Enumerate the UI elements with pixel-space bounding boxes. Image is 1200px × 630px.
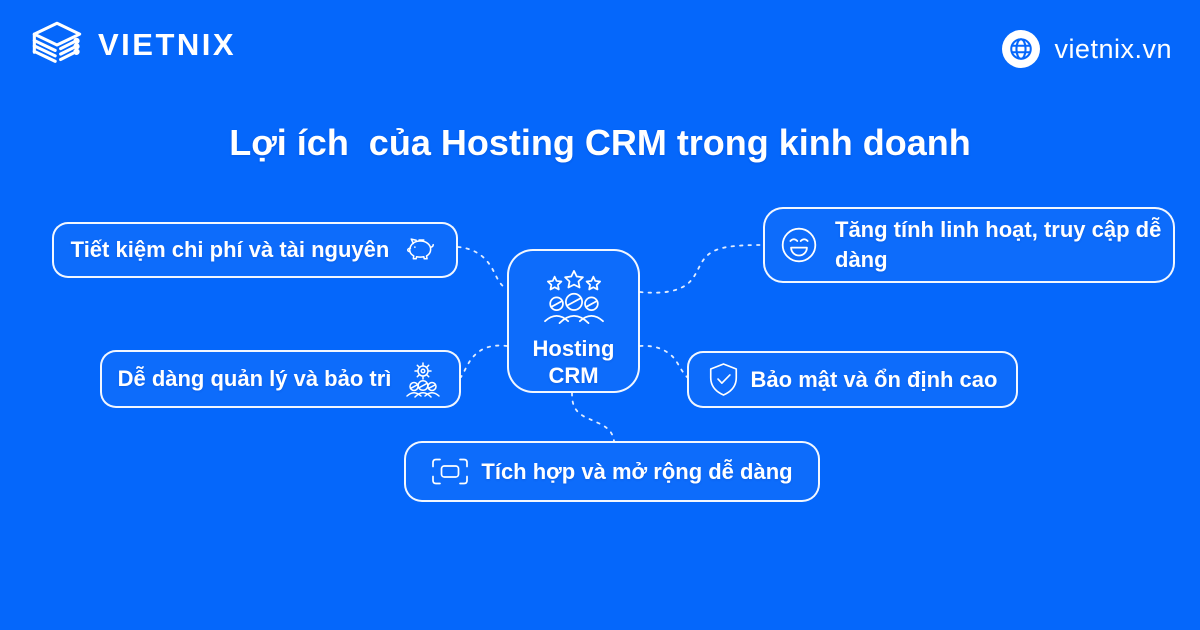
benefit-box-security: Bảo mật và ổn định cao xyxy=(687,351,1018,408)
center-node-line2: CRM xyxy=(548,363,599,388)
customers-rating-icon xyxy=(543,270,604,324)
connector-center-to-manage xyxy=(460,344,508,378)
smiley-icon xyxy=(781,227,817,263)
globe-icon xyxy=(1002,30,1041,68)
benefit-label: Tăng tính linh hoạt, truy cập dễ dàng xyxy=(835,217,1162,272)
connector-center-to-integrate xyxy=(571,392,615,442)
website-url: vietnix.vn xyxy=(1054,33,1172,64)
vietnix-stack-logo-icon xyxy=(32,21,82,63)
benefit-box-flexibility: Tăng tính linh hoạt, truy cập dễ dàng xyxy=(763,207,1175,283)
page-title: Lợi ích của Hosting CRM trong kinh doanh xyxy=(229,122,971,163)
gear-team-icon xyxy=(406,361,441,398)
shield-check-icon xyxy=(709,363,737,396)
center-node-line1: Hosting xyxy=(532,336,615,361)
center-node-label: Hosting CRM xyxy=(533,335,615,389)
piggy-bank-icon xyxy=(407,237,435,260)
benefit-label: Tiết kiệm chi phí và tài nguyên xyxy=(70,237,390,262)
benefit-box-cost: Tiết kiệm chi phí và tài nguyên xyxy=(52,222,458,278)
header: VIETNIX vietnix.vn xyxy=(0,0,1200,90)
expand-frame-icon xyxy=(432,458,469,485)
benefit-label: Bảo mật và ổn định cao xyxy=(750,366,998,392)
benefit-box-manage: Dễ dàng quản lý và bảo trì xyxy=(100,350,461,408)
benefit-label: Tích hợp và mở rộng dễ dàng xyxy=(481,458,793,484)
connector-center-to-flexibility xyxy=(639,244,764,294)
connector-center-to-security xyxy=(639,344,688,378)
brand-name: VIETNIX xyxy=(98,27,237,62)
vietnix-logo: VIETNIX xyxy=(28,16,236,74)
benefit-box-integrate: Tích hợp và mở rộng dễ dàng xyxy=(404,441,820,502)
benefit-label: Dễ dàng quản lý và bảo trì xyxy=(117,366,392,391)
connector-cost-to-center xyxy=(457,246,508,290)
hosting-crm-node: Hosting CRM xyxy=(507,249,640,393)
website-badge: vietnix.vn xyxy=(1002,30,1172,68)
